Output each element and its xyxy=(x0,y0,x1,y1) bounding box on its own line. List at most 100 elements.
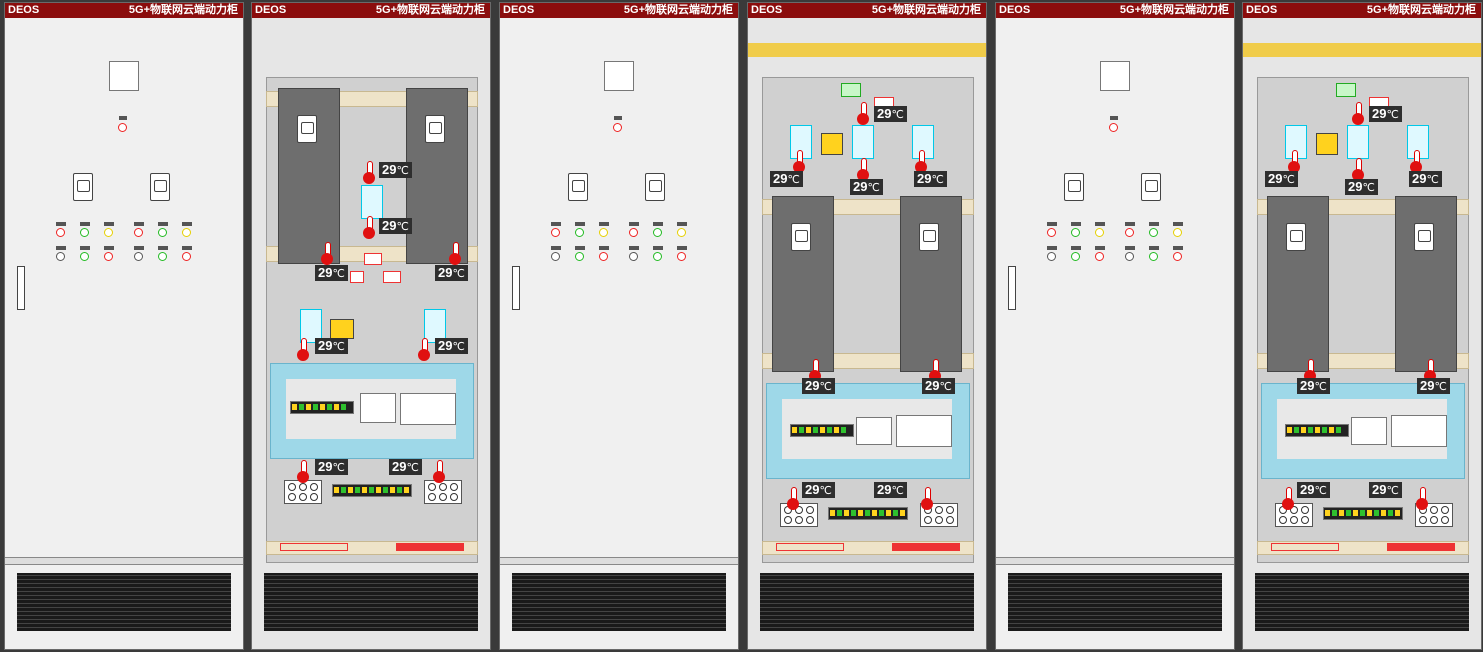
terminal xyxy=(1294,427,1299,433)
drive-keypad[interactable] xyxy=(919,223,939,251)
drive-keypad[interactable] xyxy=(1286,223,1306,251)
knob-left[interactable] xyxy=(568,173,588,201)
thermometer-bulb xyxy=(363,172,375,184)
temperature-unit: ℃ xyxy=(891,485,904,497)
terminal xyxy=(792,427,797,433)
thermometer-icon xyxy=(1351,158,1365,181)
terminal-screw xyxy=(439,493,447,501)
temperature-unit: ℃ xyxy=(1426,174,1439,186)
knob-left[interactable] xyxy=(73,173,93,201)
temperature-value: 29 xyxy=(318,459,333,474)
indicator-light-icon xyxy=(1095,228,1104,237)
indicator-cap xyxy=(80,246,90,250)
temperature-value: 29 xyxy=(917,171,932,186)
indicator-cap xyxy=(158,222,168,226)
temperature-label: 29℃ xyxy=(1345,179,1378,195)
drive-keypad[interactable] xyxy=(1414,223,1434,251)
drive-keypad[interactable] xyxy=(791,223,811,251)
meter-display xyxy=(109,61,139,91)
terminal xyxy=(1287,427,1292,433)
temperature-value: 29 xyxy=(382,218,397,233)
terminal xyxy=(858,510,863,516)
knob-right[interactable] xyxy=(150,173,170,201)
indicator-cap xyxy=(1173,246,1183,250)
terminal xyxy=(886,510,891,516)
temperature-value: 29 xyxy=(318,265,333,280)
terminal-screw xyxy=(806,506,814,514)
indicator-cap xyxy=(1047,246,1057,250)
temperature-label: 29℃ xyxy=(1265,171,1298,187)
thermometer-bulb xyxy=(418,349,430,361)
indicator-light-icon xyxy=(1149,228,1158,237)
vent-grille xyxy=(264,573,478,631)
terminal xyxy=(879,510,884,516)
terminal-block xyxy=(790,424,854,437)
terminal-screw xyxy=(299,483,307,491)
switch-cap xyxy=(119,116,127,120)
temperature-unit: ℃ xyxy=(867,182,880,194)
indicator-cap xyxy=(677,246,687,250)
drive-keypad[interactable] xyxy=(297,115,317,143)
thermometer-bulb xyxy=(363,227,375,239)
busbar xyxy=(1243,43,1481,57)
terminal xyxy=(1336,427,1341,433)
indicator-cap xyxy=(158,246,168,250)
knob-right[interactable] xyxy=(645,173,665,201)
temperature-label: 29℃ xyxy=(850,179,883,195)
temperature-label: 29℃ xyxy=(379,162,412,178)
temperature-unit: ℃ xyxy=(819,485,832,497)
indicator-light-icon xyxy=(1109,123,1118,132)
temperature-unit: ℃ xyxy=(406,462,419,474)
terminal xyxy=(900,510,905,516)
indicator-light-icon xyxy=(677,228,686,237)
temperature-label: 29℃ xyxy=(435,338,468,354)
thermometer-icon xyxy=(320,242,334,265)
temperature-label: 29℃ xyxy=(1369,106,1402,122)
knob-left[interactable] xyxy=(1064,173,1084,201)
indicator-cap xyxy=(1071,246,1081,250)
terminal xyxy=(1360,510,1365,516)
door-handle[interactable] xyxy=(17,266,25,310)
terminal-screw xyxy=(784,516,792,524)
terminal xyxy=(872,510,877,516)
temperature-value: 29 xyxy=(877,482,892,497)
door-handle[interactable] xyxy=(1008,266,1016,310)
temperature-unit: ℃ xyxy=(452,341,465,353)
indicator-light-icon xyxy=(613,123,622,132)
breaker-small xyxy=(1336,83,1356,97)
thermometer-icon xyxy=(856,102,870,125)
meter-terminal-box xyxy=(1275,503,1313,527)
indicator-light-icon xyxy=(80,252,89,261)
thermometer-icon xyxy=(1415,487,1429,510)
temperature-label: 29℃ xyxy=(874,106,907,122)
indicator-cap xyxy=(551,222,561,226)
terminal-screw xyxy=(310,483,318,491)
brand-label: DEOS xyxy=(503,4,535,16)
terminal xyxy=(341,404,346,410)
indicator-cap xyxy=(629,246,639,250)
temperature-unit: ℃ xyxy=(891,109,904,121)
thermometer-bulb xyxy=(787,498,799,510)
terminal xyxy=(1381,510,1386,516)
thermometer-icon xyxy=(296,460,310,483)
terminal-screw xyxy=(450,493,458,501)
switch-cap xyxy=(614,116,622,120)
thermometer-icon xyxy=(417,338,431,361)
temperature-label: 29℃ xyxy=(802,378,835,394)
drive-keypad[interactable] xyxy=(425,115,445,143)
temperature-value: 29 xyxy=(382,162,397,177)
terminal xyxy=(1322,427,1327,433)
door-handle[interactable] xyxy=(512,266,520,310)
indicator-light-icon xyxy=(599,252,608,261)
indicator-cap xyxy=(1071,222,1081,226)
temperature-value: 29 xyxy=(1300,378,1315,393)
knob-right[interactable] xyxy=(1141,173,1161,201)
thermometer-bulb xyxy=(297,471,309,483)
terminal xyxy=(376,487,381,493)
circuit-breaker xyxy=(300,309,322,343)
indicator-light-icon xyxy=(158,228,167,237)
terminal-strip xyxy=(280,543,348,551)
thermometer-icon xyxy=(1281,487,1295,510)
